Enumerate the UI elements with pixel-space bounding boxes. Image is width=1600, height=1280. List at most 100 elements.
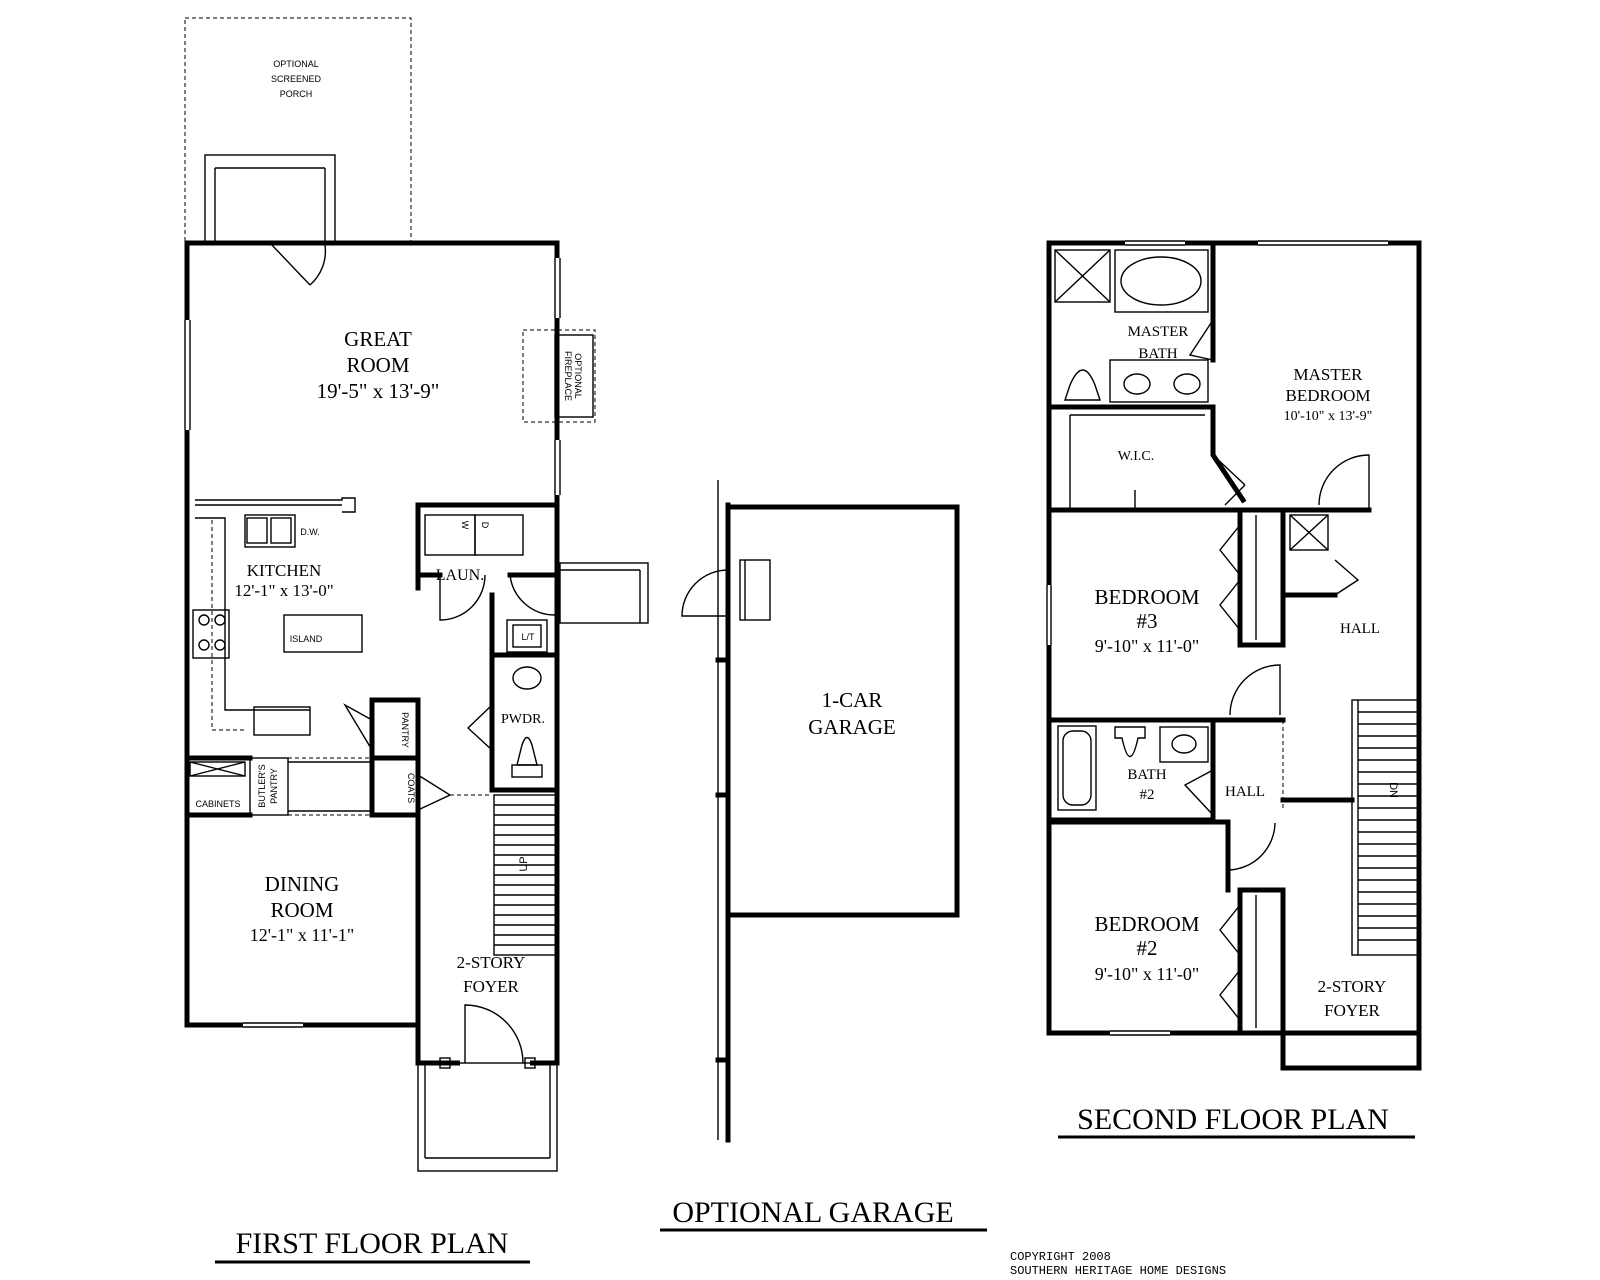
- great-room-label-2: ROOM: [346, 353, 409, 377]
- laundry-door: [439, 574, 486, 621]
- stair-down-label: DN: [1387, 782, 1399, 798]
- bedroom2-dims: 9'-10" x 11'-0": [1095, 964, 1200, 984]
- bath2-label-2: #2: [1140, 787, 1155, 803]
- powder-sink: [512, 666, 542, 690]
- foyer2-label-2: FOYER: [1324, 1001, 1380, 1020]
- dw-label: D.W.: [300, 527, 320, 537]
- kitchen-cabinet: [253, 706, 311, 736]
- stair-up-label: UP: [518, 856, 530, 871]
- laundry-steps: [559, 562, 649, 624]
- kitchen-island: [283, 614, 363, 653]
- first-floor-title: FIRST FLOOR PLAN: [236, 1227, 509, 1260]
- wic-label: W.I.C.: [1118, 449, 1154, 464]
- wic-door: [1212, 454, 1246, 506]
- copyright-line-2: SOUTHERN HERITAGE HOME DESIGNS: [1010, 1264, 1226, 1278]
- master-toilet: [1064, 369, 1101, 401]
- hall-lower-label: HALL: [1225, 784, 1265, 800]
- master-shower: [1054, 249, 1111, 303]
- master-bath-label-1: MASTER: [1128, 324, 1189, 340]
- bedroom3-dims: 9'-10" x 11'-0": [1095, 636, 1200, 656]
- butlers-pantry-label-2: PANTRY: [269, 768, 279, 804]
- bath2-label-1: BATH: [1127, 767, 1166, 783]
- front-stoop: [417, 1062, 558, 1172]
- great-room-label-1: GREAT: [344, 327, 412, 351]
- bath2-toilet: [1114, 726, 1146, 758]
- bedroom3-door: [1229, 664, 1281, 716]
- bedroom3-label-2: #3: [1137, 609, 1158, 633]
- pantry-label: PANTRY: [400, 712, 410, 748]
- kitchen-range: [192, 609, 230, 659]
- garage-entry-door: [681, 569, 729, 617]
- bedroom2-closet-doors: [1219, 904, 1241, 1021]
- garage-label-1: 1-CAR: [822, 688, 883, 712]
- garage-walls: [725, 504, 960, 918]
- cabinets-label: CABINETS: [195, 799, 240, 809]
- butlers-pantry-label-1: BUTLER'S: [257, 764, 267, 807]
- porch-label-2: SCREENED: [271, 74, 322, 84]
- powder-walls: [489, 592, 560, 793]
- bedroom2-label-2: #2: [1137, 936, 1158, 960]
- bath2-tub: [1057, 725, 1097, 811]
- garage-title: OPTIONAL GARAGE: [672, 1196, 953, 1229]
- first-floor-labels: OPTIONAL SCREENED PORCH GREAT ROOM 19'-5…: [195, 59, 583, 1260]
- screened-porch-outline: [184, 17, 412, 244]
- coats-door: [417, 774, 452, 811]
- coats-label: COATS: [406, 773, 416, 803]
- laundry-tub: [506, 619, 548, 653]
- bedroom2-label-1: BEDROOM: [1094, 912, 1199, 936]
- master-bedroom-label-2: BEDROOM: [1285, 386, 1370, 405]
- powder-toilet: [516, 736, 538, 766]
- dining-dims: 12'-1" x 11'-1": [250, 925, 355, 945]
- stair-down-treads: [1358, 711, 1419, 941]
- copyright-line-1: COPYRIGHT 2008: [1010, 1250, 1111, 1264]
- bedroom2-door: [1227, 822, 1276, 871]
- fireplace-label-2: FIREPLACE: [563, 351, 573, 401]
- great-room-dims: 19'-5" x 13'-9": [317, 379, 440, 403]
- bath2-vanity: [1159, 726, 1209, 763]
- second-floor-plan: [1045, 239, 1422, 1139]
- porch-label-1: OPTIONAL: [273, 59, 319, 69]
- master-bedroom-label-1: MASTER: [1294, 365, 1364, 384]
- bedroom3-closet-walls: [1237, 507, 1286, 648]
- kitchen-label: KITCHEN: [247, 561, 322, 580]
- master-bath-door: [1188, 319, 1214, 361]
- second-floor-title: SECOND FLOOR PLAN: [1077, 1103, 1389, 1136]
- second-floor-labels: MASTER BATH MASTER BEDROOM 10'-10" x 13'…: [1077, 324, 1399, 1136]
- garage-labels: 1-CAR GARAGE OPTIONAL GARAGE: [672, 688, 953, 1229]
- first-floor-plan: [183, 17, 649, 1264]
- kitchen-dims: 12'-1" x 13'-0": [234, 581, 333, 600]
- wic-walls: [1210, 404, 1247, 504]
- dining-label-1: DINING: [265, 872, 340, 896]
- garage-plan: [660, 480, 987, 1232]
- kitchen-counter-top: [195, 497, 356, 513]
- butlers-pantry-box: [249, 757, 289, 816]
- dining-label-2: ROOM: [270, 898, 333, 922]
- laundry-walls: [415, 502, 560, 591]
- porch-door: [269, 242, 327, 286]
- master-vanity: [1109, 359, 1209, 403]
- master-bedroom-door: [1318, 454, 1370, 510]
- hall-upper-label: HALL: [1340, 621, 1380, 637]
- island-label: ISLAND: [290, 634, 323, 644]
- stair-down: [1351, 699, 1420, 956]
- fireplace-outline: [522, 329, 596, 423]
- master-bedroom-dims: 10'-10" x 13'-9": [1284, 409, 1373, 424]
- bedroom3-closet-doors: [1219, 524, 1241, 631]
- fireplace-label-1: OPTIONAL: [573, 353, 583, 399]
- bedroom3-label-1: BEDROOM: [1094, 585, 1199, 609]
- kitchen-sink: [244, 514, 296, 548]
- front-door: [464, 1004, 524, 1064]
- garage-label-2: GARAGE: [808, 715, 896, 739]
- laundry-label: LAUN.: [436, 567, 484, 584]
- pantry-door: [343, 703, 373, 751]
- porch-label-3: PORCH: [280, 89, 313, 99]
- master-bath-label-2: BATH: [1138, 346, 1177, 362]
- foyer-label-1: 2-STORY: [457, 953, 526, 972]
- foyer2-label-1: 2-STORY: [1318, 977, 1387, 996]
- washer-label: W: [460, 521, 470, 530]
- dryer-label: D: [480, 522, 490, 529]
- powder-label: PWDR.: [501, 712, 545, 727]
- laundry-tub-label: L/T: [521, 632, 535, 642]
- stair-treads: [494, 804, 557, 946]
- bath2-door: [1183, 769, 1214, 816]
